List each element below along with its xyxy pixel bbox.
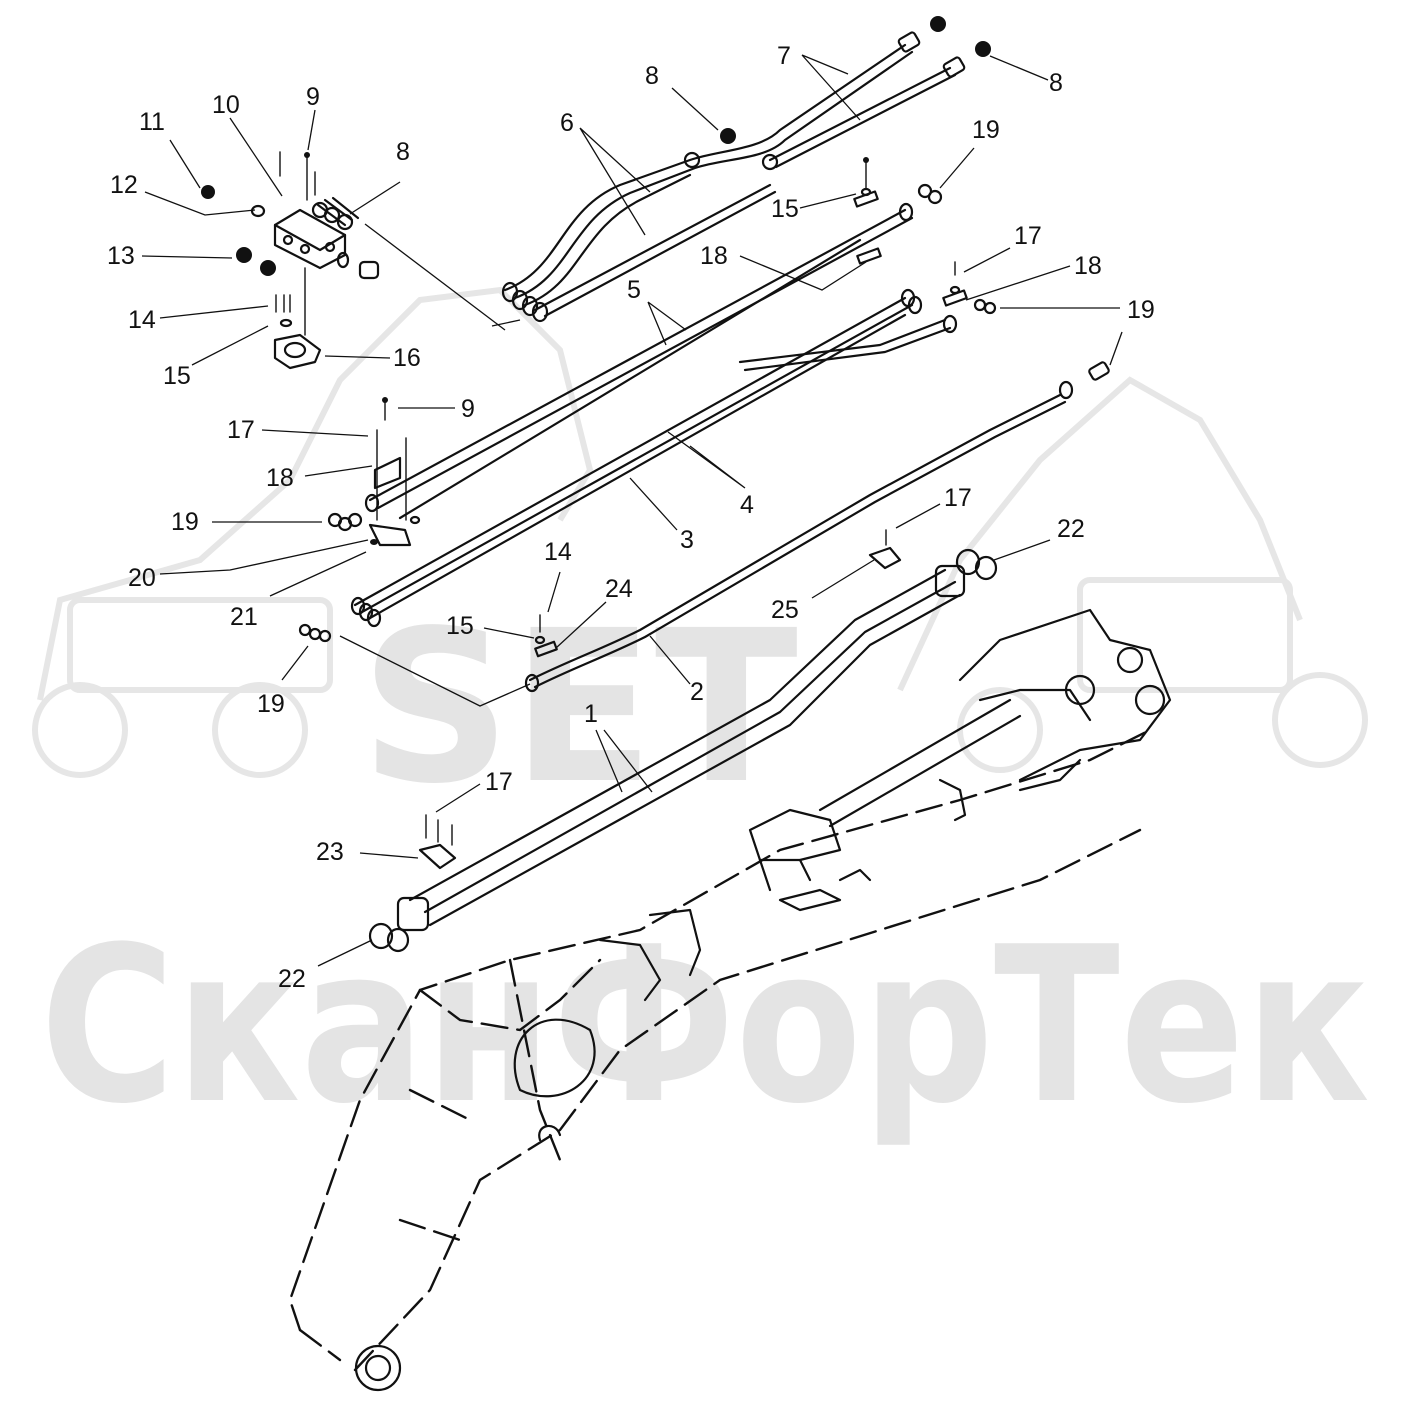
boom-outline bbox=[288, 608, 1172, 1392]
callout-18a: 18 bbox=[700, 242, 728, 270]
callout-17c: 17 bbox=[944, 484, 972, 512]
callout-14a: 14 bbox=[128, 306, 156, 334]
callout-16: 16 bbox=[393, 344, 421, 372]
pipe-2 bbox=[339, 380, 1074, 707]
callout-6: 6 bbox=[560, 109, 574, 137]
callout-24: 24 bbox=[605, 575, 633, 603]
callout-3: 3 bbox=[680, 526, 694, 554]
callout-5: 5 bbox=[627, 276, 641, 304]
callout-19a: 19 bbox=[972, 116, 1000, 144]
callout-22b: 22 bbox=[278, 965, 306, 993]
leader-lines bbox=[141, 54, 1123, 967]
callout-8b: 8 bbox=[1049, 69, 1063, 97]
callout-18b: 18 bbox=[1074, 252, 1102, 280]
callout-11: 11 bbox=[139, 108, 165, 136]
callout-4: 4 bbox=[740, 491, 754, 519]
watermark-machine-right bbox=[897, 376, 1368, 773]
watermark-brand: SET bbox=[360, 585, 798, 830]
callout-2: 2 bbox=[690, 678, 704, 706]
callout-9b: 9 bbox=[461, 395, 475, 423]
callout-21: 21 bbox=[230, 603, 258, 631]
callout-1: 1 bbox=[584, 700, 598, 728]
callout-22a: 22 bbox=[1057, 515, 1085, 543]
callout-19c: 19 bbox=[171, 508, 199, 536]
callout-17d: 17 bbox=[485, 768, 513, 796]
callout-9a: 9 bbox=[306, 83, 320, 111]
callout-15a: 15 bbox=[163, 362, 191, 390]
watermark-company: СканФорТек bbox=[40, 900, 1370, 1151]
callout-12: 12 bbox=[110, 171, 138, 199]
callout-13: 13 bbox=[107, 242, 135, 270]
callout-19d: 19 bbox=[257, 690, 285, 718]
callout-10: 10 bbox=[212, 91, 240, 119]
watermark: SET СканФорТек bbox=[32, 286, 1370, 1151]
hose-set-6-7 bbox=[364, 16, 991, 331]
boom-foot-pin bbox=[354, 1344, 402, 1392]
callout-19b: 19 bbox=[1127, 296, 1155, 324]
callout-14b: 14 bbox=[544, 538, 572, 566]
callout-18c: 18 bbox=[266, 464, 294, 492]
callout-7: 7 bbox=[777, 42, 791, 70]
callout-15b: 15 bbox=[771, 195, 799, 223]
callout-25: 25 bbox=[771, 596, 799, 624]
tube-set-1 bbox=[368, 529, 998, 953]
callout-23: 23 bbox=[316, 838, 344, 866]
callout-17b: 17 bbox=[227, 416, 255, 444]
callout-17a: 17 bbox=[1014, 222, 1042, 250]
watermark-machine-left bbox=[32, 286, 594, 778]
manifold-block bbox=[201, 151, 380, 370]
pipe-set-3-4-5 bbox=[298, 157, 1110, 643]
callout-15c: 15 bbox=[446, 612, 474, 640]
callout-8c: 8 bbox=[396, 138, 410, 166]
callout-8a: 8 bbox=[645, 62, 659, 90]
callout-20: 20 bbox=[128, 564, 156, 592]
callouts: 1 2 3 4 5 6 7 8 8 8 9 9 10 11 12 13 14 1… bbox=[107, 42, 1155, 993]
